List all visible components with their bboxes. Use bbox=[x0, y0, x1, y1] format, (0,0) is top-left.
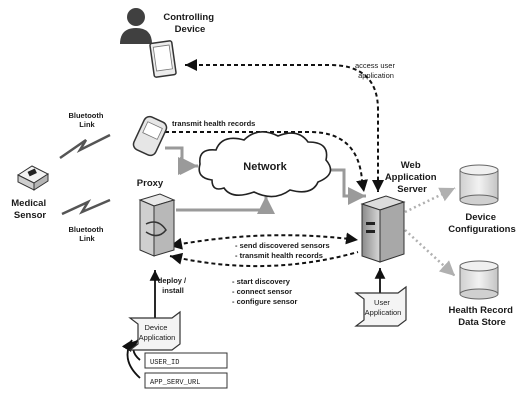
controlling-device-line1: Controlling bbox=[163, 12, 214, 23]
bluetooth-link-top-label: Bluetooth Link bbox=[68, 111, 105, 129]
bluetooth-zigzag-top bbox=[59, 133, 111, 160]
tablet-icon bbox=[149, 40, 177, 78]
app-serv-url-text: APP_SERV_URL bbox=[150, 379, 200, 387]
controlling-device-line2: Device bbox=[175, 24, 206, 35]
bluetooth-zigzag-bottom bbox=[61, 198, 111, 216]
controlling-device-group: Controlling Device bbox=[120, 8, 216, 78]
access-flow bbox=[185, 59, 384, 192]
transmit-health-records-top: transmit health records bbox=[172, 119, 255, 128]
storage-links bbox=[404, 186, 456, 277]
access-line2: application bbox=[358, 71, 394, 80]
mobile-phone-icon bbox=[132, 115, 168, 157]
user-app-line1: User bbox=[374, 298, 390, 307]
proxy-server-upper-flow bbox=[169, 232, 359, 250]
app-serv-url-box: APP_SERV_URL bbox=[144, 372, 228, 389]
server-icon bbox=[360, 195, 406, 263]
deploy-install-label: deploy / install bbox=[158, 276, 188, 295]
health-store-line1: Health Record bbox=[448, 305, 513, 316]
server-records-link bbox=[404, 229, 456, 277]
bt-top-line1: Bluetooth bbox=[68, 111, 103, 120]
proxy-server-lower-flow bbox=[169, 251, 359, 268]
dev-config-line1: Device bbox=[465, 212, 496, 223]
connect-sensor-label: - connect sensor bbox=[232, 287, 292, 296]
device-configurations-label: Device Configurations bbox=[448, 212, 516, 235]
user-id-text: USER_ID bbox=[150, 359, 179, 367]
user-application-label: User Application bbox=[365, 298, 402, 317]
dashed-flows bbox=[165, 59, 384, 268]
user-id-box: USER_ID bbox=[144, 352, 228, 369]
network-label: Network bbox=[243, 161, 287, 173]
dev-app-line2: Application bbox=[139, 333, 176, 342]
medical-sensor-icon bbox=[16, 165, 50, 191]
sensor-control-labels: - start discovery - connect sensor - con… bbox=[232, 277, 298, 306]
access-line1: access user bbox=[355, 61, 396, 70]
medical-sensor-label: Medical Sensor bbox=[11, 198, 49, 221]
device-application-icon: Device Application bbox=[128, 310, 181, 351]
health-store-line2: Data Store bbox=[458, 317, 506, 328]
person-icon bbox=[120, 8, 152, 44]
start-discovery-label: - start discovery bbox=[232, 277, 291, 286]
bluetooth-link-bottom-label: Bluetooth Link bbox=[68, 225, 105, 243]
bt-bottom-line1: Bluetooth bbox=[68, 225, 103, 234]
transmit-health-records-proxy-label: - transmit health records bbox=[235, 251, 323, 260]
proxy-label: Proxy bbox=[137, 178, 164, 189]
bt-top-line2: Link bbox=[79, 120, 95, 129]
server-line1: Web bbox=[401, 160, 421, 171]
deploy-line2: install bbox=[162, 286, 184, 295]
sensor-line2: Sensor bbox=[14, 210, 47, 221]
deploy-line1: deploy / bbox=[158, 276, 187, 285]
proxy-network-link bbox=[176, 196, 275, 214]
network-cloud: Network bbox=[198, 131, 332, 198]
server-line3: Server bbox=[397, 184, 427, 195]
user-application-icon: User Application bbox=[354, 285, 407, 327]
user-app-line2: Application bbox=[365, 308, 402, 317]
dev-app-line1: Device bbox=[144, 323, 167, 332]
web-server-label: Web Application Server bbox=[385, 160, 439, 195]
phone-records-flow bbox=[165, 131, 368, 193]
phone-network-link bbox=[165, 146, 198, 175]
send-discovered-sensors-label: - send discovered sensors bbox=[235, 241, 330, 250]
controlling-device-label: Controlling Device bbox=[163, 12, 216, 35]
access-user-application-label: access user application bbox=[355, 61, 397, 80]
configure-sensor-label: - configure sensor bbox=[232, 297, 298, 306]
health-record-store-cylinder bbox=[459, 260, 499, 300]
proxy-server-icon bbox=[138, 193, 176, 257]
health-record-store-label: Health Record Data Store bbox=[448, 305, 515, 328]
sensor-line1: Medical bbox=[11, 198, 46, 209]
bt-bottom-line2: Link bbox=[79, 234, 95, 243]
proxy-flow-labels: - send discovered sensors - transmit hea… bbox=[235, 241, 332, 260]
app-url-arrow bbox=[121, 339, 141, 379]
device-configurations-cylinder bbox=[459, 164, 499, 206]
dev-config-line2: Configurations bbox=[448, 224, 516, 235]
server-config-link bbox=[404, 186, 456, 214]
device-application-label: Device Application bbox=[139, 323, 176, 342]
server-line2: Application bbox=[385, 172, 437, 183]
